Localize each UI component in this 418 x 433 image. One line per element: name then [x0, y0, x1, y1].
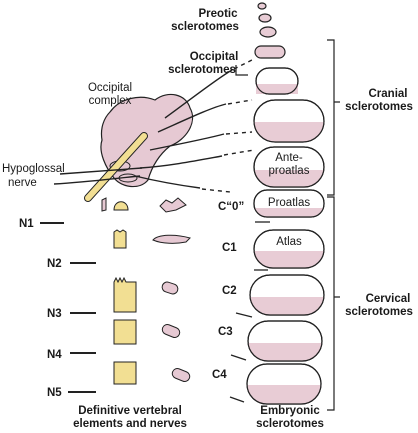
cervical-label-2: sclerotomes — [345, 306, 413, 318]
definitive-label-1: Definitive vertebral — [78, 405, 182, 417]
c2-arch — [161, 281, 179, 295]
n5-label: N5 — [47, 387, 62, 399]
preotic-label-1: Preotic — [199, 8, 239, 20]
c3-body-yellow — [113, 319, 137, 345]
c1-label: C1 — [222, 242, 237, 254]
atlas-body-yellow — [113, 229, 127, 249]
proatlas-sclerotome — [253, 189, 325, 218]
hypoglossal-label-2: nerve — [8, 177, 37, 189]
c4-arch — [171, 368, 191, 382]
text-labels: Preotic sclerotomes Occipital sclerotome… — [2, 8, 413, 430]
intersegment-ticks — [229, 221, 270, 403]
brackets — [235, 39, 340, 411]
cranial-bracket — [327, 39, 340, 196]
atlas-sclerotome — [253, 229, 325, 269]
connector-dashes — [201, 59, 255, 193]
preotic-sclerotome-2 — [258, 13, 272, 23]
embryonic-sclerotome-column — [246, 2, 325, 405]
occipital-sclerotome-3 — [253, 99, 325, 143]
occipital-label-1: Occipital — [190, 51, 239, 63]
definitive-label-2: elements and nerves — [73, 418, 187, 430]
c4-sclerotome — [246, 363, 322, 405]
c3-sclerotome — [247, 320, 323, 362]
c0-label: C“0” — [218, 201, 244, 213]
n4-label: N4 — [47, 349, 62, 361]
c2-label: C2 — [222, 285, 237, 297]
preotic-sclerotome-3 — [259, 26, 277, 38]
proatlas-arch — [159, 197, 187, 213]
anteproatlas-label-2: proatlas — [269, 165, 310, 177]
c3-label: C3 — [218, 326, 233, 338]
c4-label: C4 — [212, 369, 227, 381]
connector-lines — [53, 69, 233, 189]
occipital-sclerotome-1 — [254, 45, 286, 59]
occipital-complex-label-1: Occipital — [88, 82, 132, 94]
occipital-label-2: sclerotomes — [168, 64, 236, 76]
cervical-bracket — [327, 196, 340, 411]
atlas-arch — [152, 234, 191, 244]
hypoglossal-rod — [84, 132, 148, 202]
proatlas-rudiment-yellow — [113, 201, 129, 211]
n3-label: N3 — [47, 308, 62, 320]
cranial-label-2: sclerotomes — [345, 101, 413, 113]
c4-body-yellow — [113, 361, 137, 385]
n2-label: N2 — [47, 258, 62, 270]
c3-arch — [161, 324, 181, 338]
proatlas-rudiment-small — [101, 197, 107, 212]
occipital-sclerotome-2 — [255, 67, 299, 95]
anteproatlas-label-1: Ante- — [275, 152, 303, 164]
hypoglossal-label-1: Hypoglossal — [2, 163, 65, 175]
occipital-complex-label-2: complex — [89, 95, 132, 107]
occipital-bracket — [235, 65, 248, 76]
nerve-markers — [40, 222, 96, 393]
anteproatlas-sclerotome — [253, 146, 325, 188]
preotic-label-2: sclerotomes — [171, 21, 239, 33]
proatlas-label: Proatlas — [268, 197, 310, 209]
axis-body-yellow — [113, 276, 137, 313]
preotic-sclerotome-1 — [257, 2, 267, 10]
n1-label: N1 — [19, 218, 34, 230]
cranial-label-1: Cranial — [369, 88, 408, 100]
definitive-elements — [101, 197, 191, 385]
c2-sclerotome — [249, 274, 325, 316]
embryonic-label-2: sclerotomes — [256, 418, 324, 430]
cervical-label-1: Cervical — [366, 293, 411, 305]
embryonic-label-1: Embryonic — [260, 405, 320, 417]
atlas-label: Atlas — [276, 236, 302, 248]
